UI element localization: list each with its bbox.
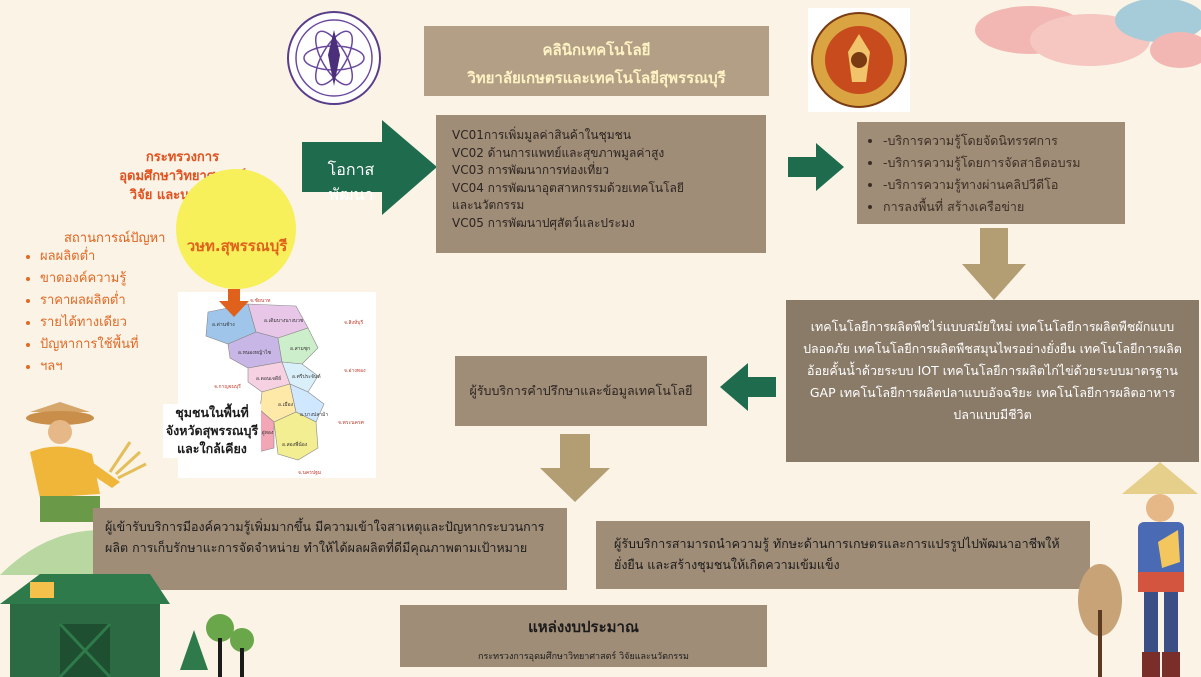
- service-item: การลงพื้นที่ สร้างเครือข่าย: [883, 196, 1115, 218]
- college-label: วษท.สุพรรณบุรี: [186, 237, 288, 255]
- funding-box: แหล่งงบประมาณ กระทรวงการอุดมศึกษาวิทยาศา…: [400, 605, 767, 667]
- map-district-label: อ.สองพี่น้อง: [282, 441, 308, 448]
- map-district-label: อ.เมือง: [278, 401, 294, 408]
- map-district-label: อ.หนองหญ้าไซ: [238, 349, 272, 356]
- recipients-text: ผู้รับบริการคำปรึกษาและข้อมูลเทคโนโลยี: [469, 383, 693, 398]
- province-map: จ.ชัยนาท จ.สิงห์บุรี จ.อ่างทอง จ.กาญจนบุ…: [178, 292, 376, 478]
- ministry-seal-icon: [287, 11, 381, 105]
- vc-list-box: VC01การเพิ่มมูลค่าสินค้าในชุมชน VC02 ด้าน…: [436, 115, 766, 253]
- technology-text: เทคโนโลยีการผลิตพืชไร่แบบสมัยใหม่ เทคโนโ…: [803, 319, 1182, 422]
- map-district-label: อ.บางปลาม้า: [300, 411, 328, 418]
- community-line3: และใกล้เคียง: [177, 441, 247, 456]
- outcome-knowledge-text: ผู้เข้ารับบริการมีองค์ความรู้เพิ่มมากขึ้…: [105, 519, 545, 555]
- funding-source: กระทรวงการอุดมศึกษาวิทยาศาสตร์ วิจัยและน…: [478, 652, 689, 662]
- map-district-label: อ.ด่านช้าง: [212, 321, 235, 328]
- vc-item: VC01การเพิ่มมูลค่าสินค้าในชุมชน: [452, 128, 632, 142]
- problem-item: ผลผลิตต่ำ: [40, 246, 139, 268]
- outcome-knowledge-box: ผู้เข้ารับบริการมีองค์ความรู้เพิ่มมากขึ้…: [93, 508, 567, 590]
- map-district-label: อ.สามชุก: [290, 346, 310, 352]
- vc-item: VC05 การพัฒนาปศุสัตว์และประมง: [452, 215, 635, 230]
- arrow-down-icon: [540, 434, 610, 502]
- arrow-down-orange-icon: [219, 289, 249, 317]
- problem-item: ฯลฯ: [40, 356, 139, 378]
- service-item: -บริการความรู้โดยการจัดสาธิตอบรม: [883, 152, 1115, 174]
- arrow-right-icon: [788, 143, 844, 191]
- map-district-label: อ.เดิมบางนางบวช: [264, 317, 304, 324]
- services-box: -บริการความรู้โดยจัดนิทรรศการ-บริการความ…: [857, 122, 1125, 224]
- technology-box: เทคโนโลยีการผลิตพืชไร่แบบสมัยใหม่ เทคโนโ…: [786, 300, 1199, 462]
- map-district-label: อ.อู่ทอง: [257, 430, 274, 436]
- header-title-line1: คลินิกเทคโนโลยี: [542, 41, 651, 59]
- opportunity-arrow: [302, 120, 437, 215]
- tree-icon: [1078, 564, 1122, 677]
- farmer-left-icon: [26, 402, 147, 522]
- college-seal-icon: [808, 8, 910, 112]
- outcome-apply-box: ผู้รับบริการสามารถนำความรู้ ทักษะด้านการ…: [596, 521, 1090, 589]
- map-label-top: จ.ชัยนาท: [250, 298, 270, 304]
- vc-item: VC04 การพัฒนาอุตสาหกรรมด้วยเทคโนโลยี: [452, 180, 684, 195]
- arrow-down-icon: [962, 228, 1026, 300]
- services-list: -บริการความรู้โดยจัดนิทรรศการ-บริการความ…: [867, 130, 1115, 218]
- community-label: ชุมชนในพื้นที่ จังหวัดสุพรรณบุรี และใกล้…: [163, 404, 261, 458]
- problem-item: ราคาผลผลิตต่ำ: [40, 290, 139, 312]
- recipients-box: ผู้รับบริการคำปรึกษาและข้อมูลเทคโนโลยี: [455, 356, 707, 426]
- header-title-line2: วิทยาลัยเกษตรและเทคโนโลยีสุพรรณบุรี: [467, 69, 726, 87]
- vc-item: VC03 การพัฒนาการท่องเที่ยว: [452, 163, 610, 177]
- tree-icon: [180, 614, 254, 677]
- funding-title: แหล่งงบประมาณ: [528, 618, 639, 636]
- community-line2: จังหวัดสุพรรณบุรี: [165, 423, 259, 438]
- community-line1: ชุมชนในพื้นที่: [175, 405, 249, 420]
- map-district-label: อ.ศรีประจันต์: [292, 373, 321, 380]
- cloud-icon: [975, 0, 1201, 68]
- barn-icon: [0, 574, 170, 677]
- college-circle: [176, 169, 296, 289]
- vc-item: และนวัตกรรม: [452, 198, 525, 212]
- service-item: -บริการความรู้ทางผ่านคลิปวีดีโอ: [883, 174, 1115, 196]
- problems-title: สถานการณ์ปัญหา: [64, 231, 166, 246]
- problems-list: ผลผลิตต่ำขาดองค์ความรู้ราคาผลผลิตต่ำรายไ…: [22, 246, 139, 378]
- problem-item: ขาดองค์ความรู้: [40, 268, 139, 290]
- map-district-label: อ.ดอนเจดีย์: [256, 375, 281, 382]
- vc-item: VC02 ด้านการแพทย์และสุขภาพมูลค่าสูง: [452, 145, 665, 160]
- service-item: -บริการความรู้โดยจัดนิทรรศการ: [883, 130, 1115, 152]
- arrow-left-icon: [720, 363, 776, 411]
- farmer-right-icon: [1122, 462, 1198, 677]
- map-label-kanchanaburi: จ.กาญจนบุรี: [214, 383, 241, 390]
- map-label-angthong: จ.อ่างทอง: [344, 368, 366, 374]
- problem-item: รายได้ทางเดียว: [40, 312, 139, 334]
- map-label-nakhonpathom: จ.นครปฐม: [298, 470, 321, 476]
- ministry-line1: กระทรวงการ: [145, 150, 220, 165]
- outcome-apply-text: ผู้รับบริการสามารถนำความรู้ ทักษะด้านการ…: [614, 536, 1060, 572]
- opportunity-label: โอกาสพัฒนา: [327, 160, 375, 204]
- map-label-singburi: จ.สิงห์บุรี: [344, 319, 363, 326]
- map-label-ayutthaya: จ.พระนครศ: [338, 420, 365, 426]
- problem-item: ปัญหาการใช้พื้นที่: [40, 334, 139, 356]
- header-title-box: คลินิกเทคโนโลยี วิทยาลัยเกษตรและเทคโนโลย…: [424, 26, 769, 96]
